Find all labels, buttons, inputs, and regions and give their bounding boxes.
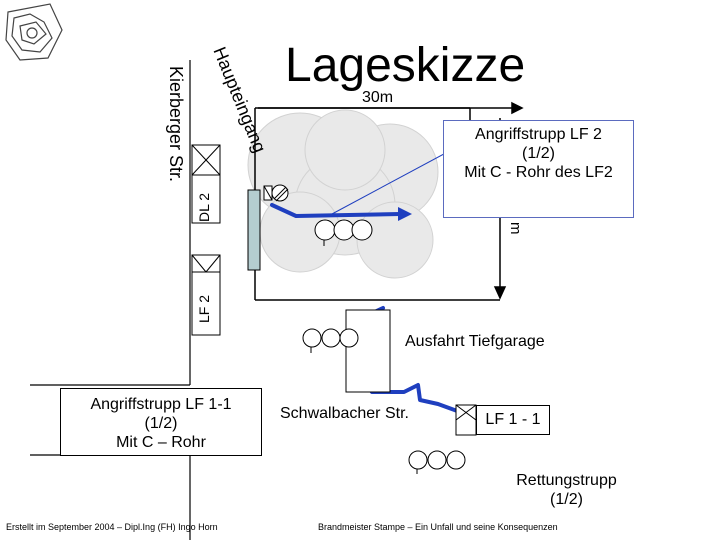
- callout-angriff-lf11-line1: Angriffstrupp LF 1-1: [90, 396, 232, 413]
- entrance-column: [247, 189, 261, 271]
- firefighter-group-garage: [302, 328, 359, 353]
- dl2-label: DL 2: [196, 192, 212, 222]
- footer-right: Brandmeister Stampe – Ein Unfall und sei…: [318, 522, 558, 532]
- partial-m-label: m: [507, 222, 524, 235]
- garage-exit: [345, 309, 391, 393]
- page-title: Lageskizze: [285, 39, 526, 92]
- callout-angriff-lf11: Angriffstrupp LF 1-1 (1/2) Mit C – Rohr: [60, 388, 262, 456]
- callout-angriff-lf11-line3: Mit C – Rohr: [116, 434, 206, 451]
- callout-angriff-lf2: Angriffstrupp LF 2 (1/2) Mit C - Rohr de…: [443, 120, 634, 218]
- lf11-label: LF 1 - 1: [485, 411, 541, 428]
- rettungstrupp-line1: Rettungstrupp: [516, 472, 617, 489]
- street-kierberger-label: Kierberger Str.: [166, 66, 186, 183]
- scale-label: 30m: [362, 89, 394, 106]
- callout-angriff-lf2-line2: (1/2): [522, 145, 555, 162]
- footer-left: Erstellt im September 2004 – Dipl.Ing (F…: [6, 522, 218, 532]
- logo-crest: [5, 3, 63, 61]
- schwalbacher-label: Schwalbacher Str.: [280, 405, 409, 422]
- callout-angriff-lf2-line3: Mit C - Rohr des LF2: [464, 164, 613, 181]
- rettungstrupp-line2: (1/2): [550, 491, 583, 508]
- callout-angriff-lf11-line2: (1/2): [144, 415, 178, 432]
- vehicle-lf11-icon: [455, 404, 477, 436]
- vehicle-lf2: [191, 254, 221, 336]
- ausfahrt-label: Ausfahrt Tiefgarage: [405, 333, 545, 350]
- lf11-box: LF 1 - 1: [476, 405, 550, 435]
- distributor-icon: [263, 184, 289, 202]
- vehicle-dl2: [191, 144, 221, 224]
- hose-arrowhead: [398, 207, 412, 221]
- firefighter-group-inside: [314, 219, 373, 246]
- callout-angriff-lf2-line1: Angriffstrupp LF 2: [475, 126, 602, 143]
- scale-arrow: [258, 101, 524, 115]
- lf2-label: LF 2: [196, 294, 212, 323]
- firefighter-group-rescue: [408, 450, 466, 474]
- rettungstrupp-box: Rettungstrupp (1/2): [500, 468, 633, 516]
